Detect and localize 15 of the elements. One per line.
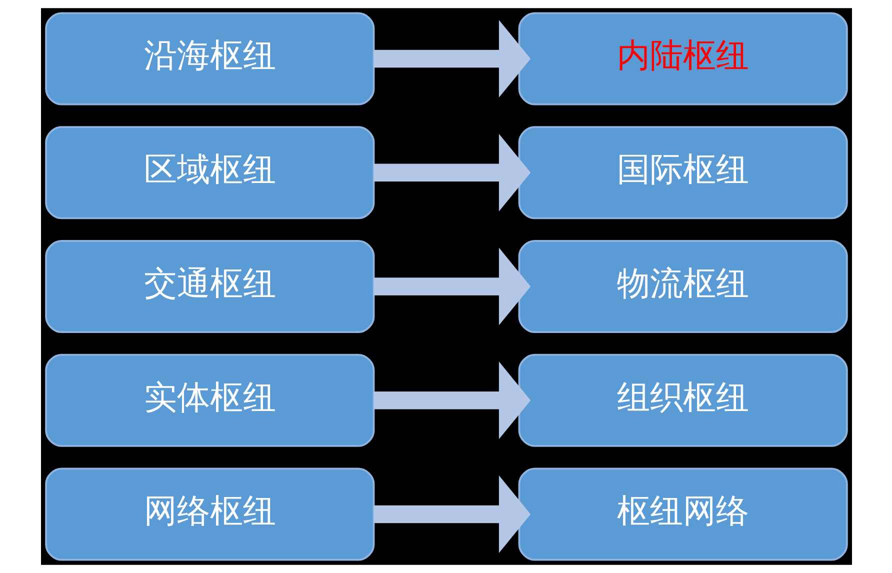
node-box: 物流枢纽 bbox=[518, 240, 848, 333]
node-box: 国际枢纽 bbox=[518, 126, 848, 220]
node-box: 内陆枢纽 bbox=[518, 12, 848, 106]
node-box: 沿海枢纽 bbox=[44, 12, 374, 106]
node-box: 组织枢纽 bbox=[518, 354, 848, 447]
arrow bbox=[373, 20, 530, 98]
arrow bbox=[373, 134, 530, 212]
node-box: 区域枢纽 bbox=[44, 126, 374, 220]
arrow bbox=[373, 362, 530, 440]
arrow bbox=[373, 248, 530, 326]
arrow bbox=[373, 475, 530, 554]
node-box: 交通枢纽 bbox=[44, 240, 374, 333]
node-box: 枢纽网络 bbox=[518, 468, 848, 561]
node-box: 网络枢纽 bbox=[44, 468, 374, 561]
node-box: 实体枢纽 bbox=[44, 354, 374, 447]
